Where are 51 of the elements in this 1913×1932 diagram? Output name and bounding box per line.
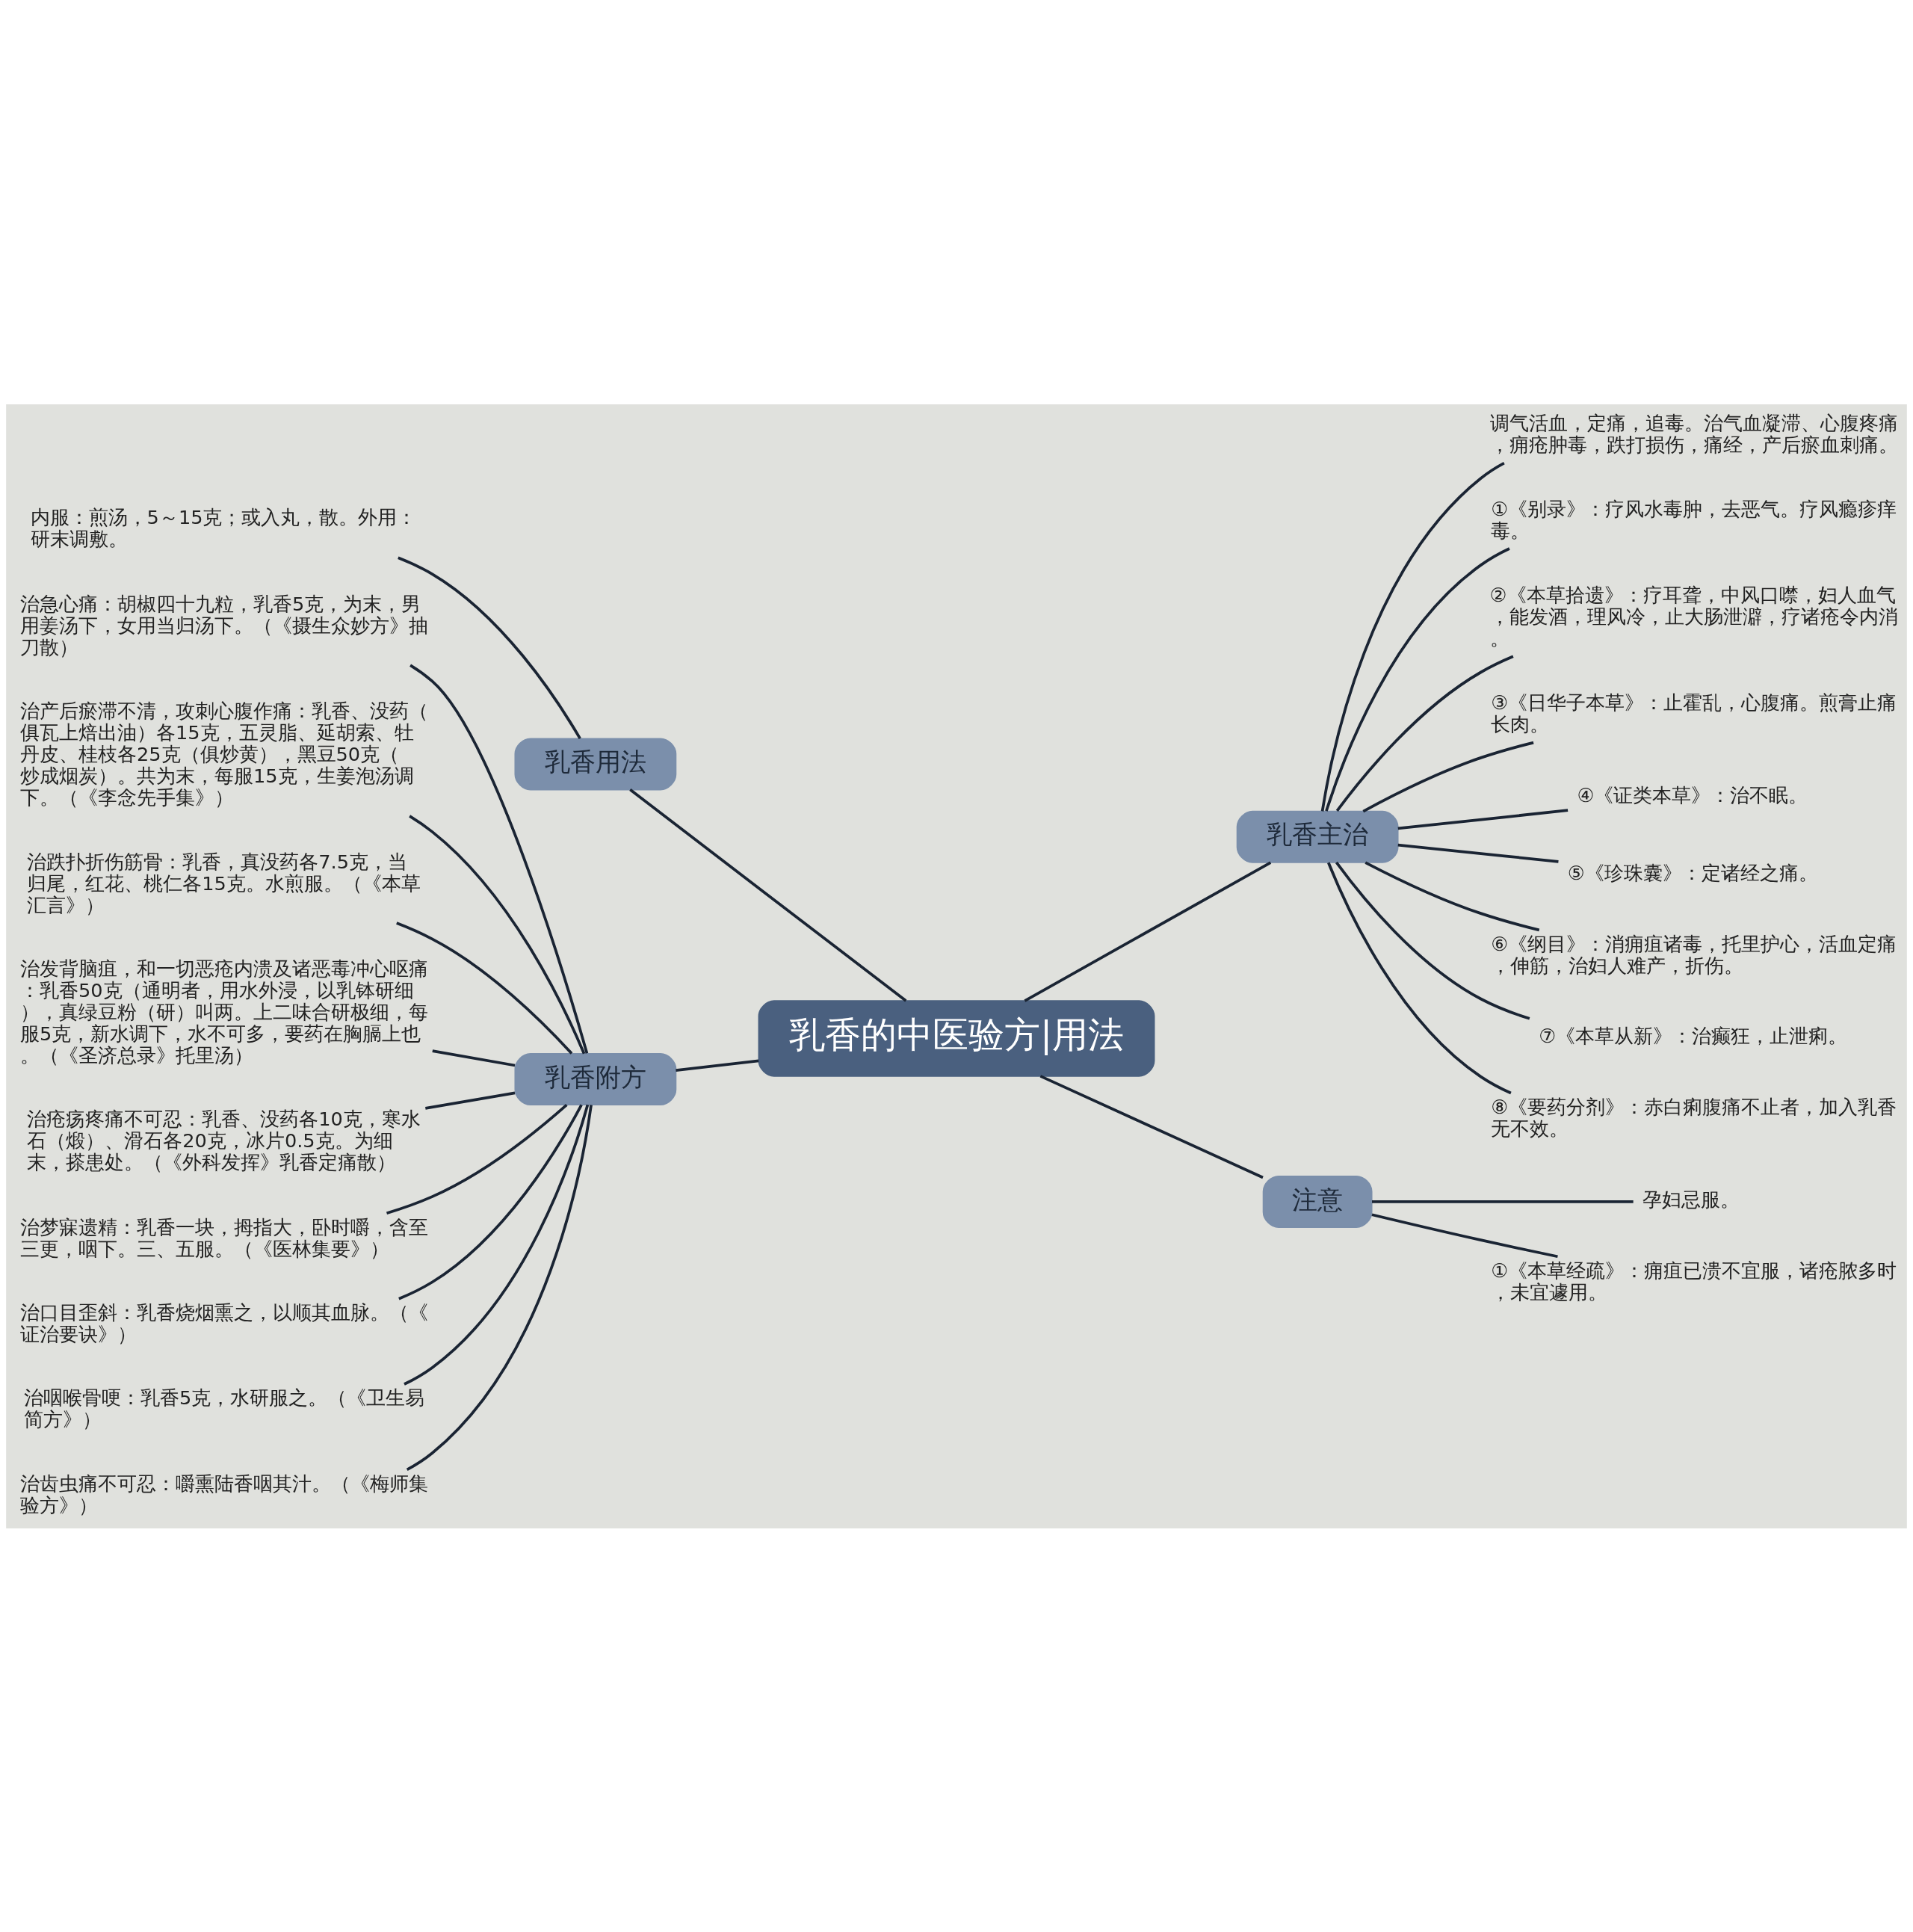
connector — [1397, 808, 1569, 830]
node-text: 孕妇忌服。 — [1642, 1188, 1740, 1211]
node-text: 治疮疡疼痛不可忍：乳香、没药各10克，寒水石（煅）、滑石各20克，冰片0.5克。为细末，搽患处。（《外科发挥》乳香定痛散） — [27, 1107, 421, 1173]
node-text: ⑦《本草从新》：治癫狂，止泄痢。 — [1539, 1024, 1848, 1047]
node-text: ②《本草拾遗》：疗耳聋，中风口噤，妇人血气，能发酒，理风冷，止大肠泄澼，疗诸疮令内消。 — [1489, 583, 1898, 649]
node-text: 治咽喉骨哽：乳香5克，水研服之。（《卫生易简方》） — [24, 1386, 425, 1431]
connector — [398, 555, 581, 739]
connector — [1335, 655, 1514, 812]
connector — [386, 1103, 568, 1215]
node-box: 乳香用法 — [514, 737, 677, 790]
connector — [406, 1104, 593, 1471]
connector — [398, 1103, 583, 1300]
node-text: 内服：煎汤，5～15克；或入丸，散。外用：研末调敷。 — [30, 505, 417, 550]
connector — [425, 1090, 516, 1110]
node-text: ⑥《纲目》：消痈疽诸毒，托里护心，活血定痛，伸筋，治妇人难产，折伤。 — [1491, 932, 1897, 977]
node-text: ③《日华子本草》：止霍乱，心腹痛。煎膏止痛长肉。 — [1491, 691, 1897, 735]
node-box: 乳香主治 — [1236, 810, 1399, 863]
connector — [432, 1049, 516, 1067]
connector — [1397, 843, 1559, 863]
node-text: ①《别录》：疗风水毒肿，去恶气。疗风瘾疹痒毒。 — [1491, 497, 1897, 542]
node-text: ⑧《要药分剂》：赤白痢腹痛不止者，加入乳香无不效。 — [1491, 1095, 1897, 1140]
connector — [410, 664, 589, 1054]
node-text: 治急心痛：胡椒四十九粒，乳香5克，为末，男用姜汤下，女用当归汤下。（《摄生众妙方》抽刀散） — [19, 592, 428, 658]
node-text: 治口目歪斜：乳香烧烟熏之，以顺其血脉。（《证治要诀》） — [19, 1300, 428, 1345]
connector — [1039, 1074, 1264, 1179]
connector — [1024, 860, 1272, 1002]
connector — [1320, 461, 1505, 812]
node-text: 治产后瘀滞不清，攻刺心腹作痛：乳香、没药（俱瓦上焙出油）各15克，五灵脂、延胡索、牡丹皮、桂枝各25克（俱炒黄），黑豆50克（炒成烟炭）。共为末，每服15克，生姜泡汤调下。（《李念先手集》） — [19, 699, 428, 809]
node-box: 注意 — [1262, 1175, 1373, 1228]
connector — [404, 1104, 590, 1386]
connector — [1365, 860, 1540, 931]
connector — [1325, 546, 1510, 812]
node-text: ④《证类本草》：治不眠。 — [1577, 783, 1808, 806]
node-text: ⑤《珍珠囊》：定诸经之痛。 — [1567, 861, 1818, 884]
connector — [1372, 1200, 1634, 1203]
node-text: 调气活血，定痛，追毒。治气血凝滞、心腹疼痛，痈疮肿毒，跌打损伤，痛经，产后瘀血刺痛。 — [1489, 411, 1898, 456]
connector — [1362, 741, 1534, 812]
node-box: 乳香的中医验方|用法 — [758, 999, 1155, 1077]
node-text: ①《本草经疏》：痈疽已溃不宜服，诸疮脓多时，未宜遽用。 — [1491, 1259, 1897, 1303]
node-box: 乳香附方 — [514, 1052, 677, 1105]
node-text: 治跌扑折伤筋骨：乳香，真没药各7.5克，当归尾，红花、桃仁各15克。水煎服。（《本草汇言》） — [27, 850, 421, 916]
connector — [1335, 861, 1530, 1019]
connector — [1327, 862, 1512, 1094]
connector — [676, 1059, 759, 1072]
connector — [396, 921, 573, 1055]
connector — [409, 814, 586, 1054]
connector — [1371, 1212, 1558, 1258]
node-text: 治发背脑疽，和一切恶疮内溃及诸恶毒冲心呕痛：乳香50克（通明者，用水外浸，以乳钵研细），真绿豆粉（研）叫两。上二味合研极细，每服5克，新水调下，水不可多，要药在胸膈上也。（《圣济总录》托里汤） — [19, 957, 428, 1067]
node-text: 治梦寐遗精：乳香一块，拇指大，卧时嚼，含至三更，咽下。三、五服。（《医林集要》） — [19, 1215, 428, 1260]
connector — [629, 788, 907, 1002]
node-text: 治齿虫痛不可忍：嚼熏陆香咽其汁。（《梅师集验方》） — [19, 1472, 428, 1516]
